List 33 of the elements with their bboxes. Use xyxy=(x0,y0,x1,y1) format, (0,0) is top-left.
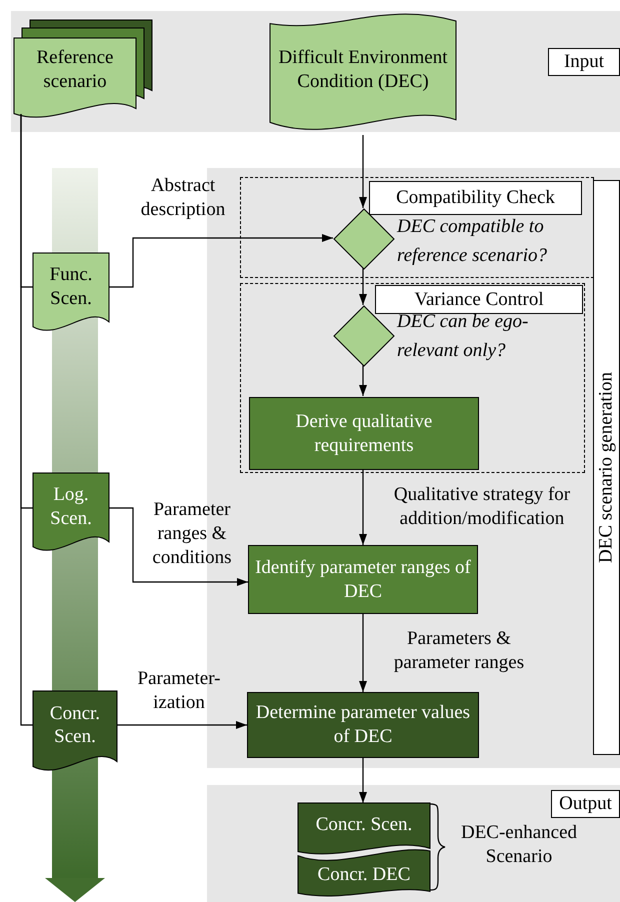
decision-diamond xyxy=(334,209,394,269)
output-band xyxy=(207,785,620,902)
decision-question: DEC compatible to reference scenario? xyxy=(397,215,548,268)
decision-diamond xyxy=(334,306,394,366)
section-label: Output xyxy=(551,790,620,818)
arrow xyxy=(359,268,367,305)
document-shape: Concr. DEC xyxy=(298,851,430,898)
arrow xyxy=(109,507,248,586)
input-band xyxy=(11,11,620,132)
edge-label: Qualitative strategy for addition/modification xyxy=(392,483,572,531)
dashed-group-box xyxy=(240,283,585,473)
edge-label: Parameter ranges & conditions xyxy=(151,498,233,570)
process-box: Derive qualitative requirements xyxy=(249,397,479,470)
arrow xyxy=(359,758,367,803)
section-label: Input xyxy=(548,48,620,76)
edge-label: Abstract description xyxy=(140,174,226,222)
dashed-group-box xyxy=(240,177,594,278)
section-label: DEC scenario generation xyxy=(593,180,620,755)
process-box: Identify parameter ranges of DEC xyxy=(248,545,478,614)
arrow xyxy=(359,135,367,208)
arrow xyxy=(359,365,367,396)
edge-label: Parameter-ization xyxy=(136,667,222,715)
edge-label: Parameters & parameter ranges xyxy=(392,627,526,675)
arrow xyxy=(359,469,367,545)
group-title: Variance Control xyxy=(375,285,583,314)
arrow xyxy=(109,234,333,288)
brace-label: DEC-enhanced Scenario xyxy=(460,821,578,869)
process-box: Determine parameter values of DEC xyxy=(247,692,479,758)
arrow xyxy=(359,614,367,692)
document-shape: Concr. Scen. xyxy=(298,803,430,857)
arrow xyxy=(117,721,247,729)
connector-line xyxy=(20,114,33,726)
group-title: Compatibility Check xyxy=(369,181,582,215)
